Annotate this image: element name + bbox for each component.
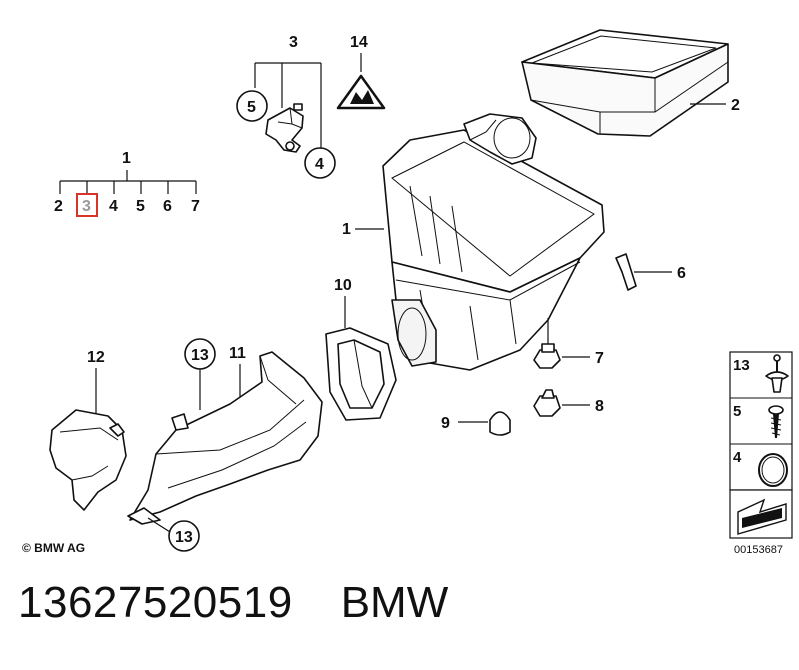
part-9-group: 9 [441, 411, 511, 436]
tree-child-6[interactable]: 6 [163, 198, 172, 215]
part-7-group: 7 [533, 343, 604, 369]
callout-4-circle [304, 147, 336, 179]
screw-icon [768, 405, 784, 438]
part-11-group: 11 13 13 [127, 338, 323, 552]
copyright-text: © BMW AG [22, 541, 85, 555]
tree-child-5[interactable]: 5 [136, 198, 145, 215]
callout-13-upper[interactable]: 13 [191, 347, 209, 364]
callout-4[interactable]: 4 [315, 156, 324, 173]
legend-item-13[interactable]: 13 [733, 357, 750, 374]
part-2-group: 2 [521, 29, 740, 137]
callout-8[interactable]: 8 [595, 398, 604, 415]
parts-diagram: 3 5 4 14 2 1 2 3 4 5 [22, 29, 793, 556]
tree-child-4[interactable]: 4 [109, 198, 118, 215]
diagram-id: 00153687 [734, 544, 783, 556]
callout-3[interactable]: 3 [289, 34, 298, 51]
tree-root[interactable]: 1 [122, 150, 131, 167]
callout-1[interactable]: 1 [342, 221, 351, 238]
legend-item-4[interactable]: 4 [733, 449, 742, 466]
o-ring-icon [758, 453, 788, 487]
callout-7[interactable]: 7 [595, 350, 604, 367]
clip-fastener-icon [765, 354, 789, 393]
tree-child-7[interactable]: 7 [191, 198, 200, 215]
callout-13-lower-circle [168, 520, 200, 552]
part-tree: 1 2 3 4 5 6 7 [54, 150, 200, 217]
tree-child-3[interactable]: 3 [82, 198, 91, 215]
part-10-group: 10 [325, 277, 397, 421]
callout-13-lower[interactable]: 13 [175, 529, 193, 546]
callout-12[interactable]: 12 [87, 349, 105, 366]
part-1-group: 1 [342, 113, 605, 371]
tree-highlight-box [76, 193, 98, 217]
callout-9[interactable]: 9 [441, 415, 450, 432]
part-6-group: 6 [615, 253, 686, 291]
callout-2[interactable]: 2 [731, 97, 740, 114]
legend-item-5[interactable]: 5 [733, 403, 741, 420]
air-mass-sensor-drawing [265, 103, 304, 153]
part-3-group: 3 5 4 [236, 34, 336, 179]
callout-10[interactable]: 10 [334, 277, 352, 294]
tree-child-2[interactable]: 2 [54, 198, 63, 215]
warning-triangle-icon [336, 74, 386, 110]
part-8-group: 8 [533, 389, 604, 417]
callout-5-circle [236, 90, 268, 122]
warning-symbol-icon [350, 90, 374, 104]
callout-5[interactable]: 5 [247, 99, 256, 116]
footer-bar: 13627520519 BMW [18, 578, 788, 648]
callout-14[interactable]: 14 [350, 34, 368, 51]
part-12-group: 12 [49, 349, 127, 511]
part-14-group: 14 [336, 34, 386, 110]
callout-6[interactable]: 6 [677, 265, 686, 282]
callout-11[interactable]: 11 [229, 345, 246, 362]
hardware-legend: 13 5 4 00153687 [729, 351, 793, 556]
brand-text: BMW [340, 578, 449, 627]
part-number-text: 13627520519 [18, 578, 293, 627]
